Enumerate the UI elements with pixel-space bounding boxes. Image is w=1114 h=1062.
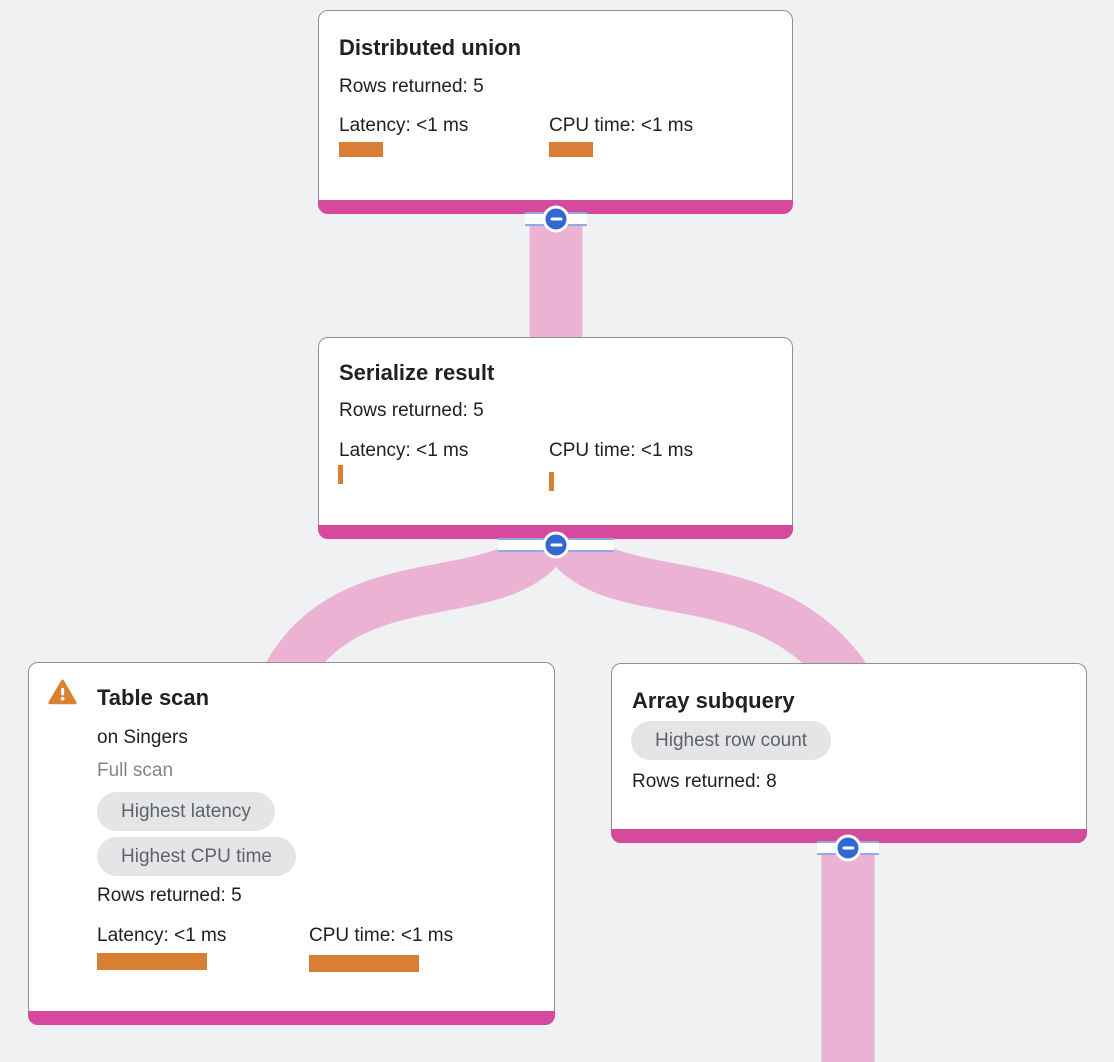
- rows-returned-text: Rows returned: 5: [97, 885, 242, 906]
- minus-icon: [542, 531, 570, 559]
- badge-highest-row-count: Highest row count: [631, 721, 832, 760]
- latency-bar: [338, 465, 343, 484]
- collapse-toggle-distributed-union[interactable]: [525, 205, 587, 233]
- latency-bar: [97, 953, 207, 970]
- badge-highest-latency: Highest latency: [97, 792, 275, 831]
- rows-returned-text: Rows returned: 5: [339, 400, 484, 421]
- warning-triangle-icon: [48, 679, 77, 705]
- node-table-scan[interactable]: Table scan on Singers Full scan Highest …: [28, 662, 555, 1025]
- scan-target-text: on Singers: [97, 727, 188, 748]
- rows-returned-text: Rows returned: 8: [632, 771, 777, 792]
- cpu-time-bar: [309, 955, 419, 972]
- collapse-toggle-array-subquery[interactable]: [817, 834, 879, 862]
- badge-highest-cpu-time: Highest CPU time: [97, 837, 296, 876]
- scan-type-text: Full scan: [97, 760, 174, 781]
- node-serialize-result[interactable]: Serialize result Rows returned: 5 Latenc…: [318, 337, 793, 539]
- cpu-time-label: CPU time: <1 ms: [309, 925, 454, 946]
- minus-icon: [542, 205, 570, 233]
- rows-returned-text: Rows returned: 5: [339, 76, 484, 97]
- node-array-subquery[interactable]: Array subquery Highest row count Rows re…: [611, 663, 1087, 843]
- minus-icon: [834, 834, 862, 862]
- latency-label: Latency: <1 ms: [339, 440, 469, 461]
- cpu-time-label: CPU time: <1 ms: [549, 115, 694, 136]
- cpu-time-bar: [549, 142, 593, 157]
- node-title: Array subquery: [632, 688, 795, 713]
- node-title: Serialize result: [339, 360, 495, 385]
- node-title: Distributed union: [339, 35, 522, 60]
- cpu-time-label: CPU time: <1 ms: [549, 440, 694, 461]
- cpu-time-bar: [549, 472, 554, 491]
- latency-label: Latency: <1 ms: [339, 115, 469, 136]
- latency-label: Latency: <1 ms: [97, 925, 227, 946]
- node-distributed-union[interactable]: Distributed union Rows returned: 5 Laten…: [318, 10, 793, 214]
- node-footer-bar: [28, 1011, 555, 1025]
- node-title: Table scan: [97, 685, 210, 710]
- latency-bar: [339, 142, 383, 157]
- collapse-toggle-serialize-result[interactable]: [498, 531, 614, 559]
